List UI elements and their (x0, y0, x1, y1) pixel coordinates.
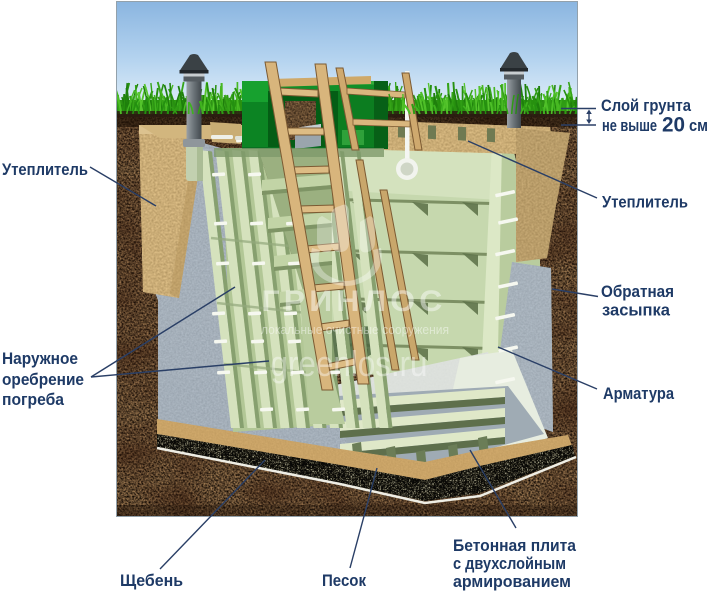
svg-text:см: см (689, 116, 708, 135)
svg-text:Слой грунта: Слой грунта (601, 96, 691, 115)
svg-text:Арматура: Арматура (603, 384, 674, 403)
svg-text:Обратная: Обратная (601, 282, 674, 301)
svg-text:Бетонная плита: Бетонная плита (453, 536, 576, 555)
svg-text:погреба: погреба (2, 390, 64, 409)
svg-text:Щебень: Щебень (120, 571, 183, 590)
svg-text:20: 20 (662, 114, 685, 137)
svg-text:засыпка: засыпка (602, 301, 671, 320)
svg-text:с двухслойным: с двухслойным (453, 554, 566, 573)
svg-text:greenlos.ru: greenlos.ru (271, 343, 428, 384)
svg-text:Утеплитель: Утеплитель (602, 193, 688, 212)
svg-text:не выше: не выше (602, 116, 657, 135)
svg-text:оребрение: оребрение (2, 370, 84, 389)
svg-text:ГРИНЛОС: ГРИНЛОС (262, 285, 447, 318)
svg-text:Песок: Песок (322, 571, 366, 590)
svg-text:Утеплитель: Утеплитель (2, 160, 88, 179)
svg-text:Наружное: Наружное (2, 349, 78, 368)
svg-text:локальные очистные сооружения: локальные очистные сооружения (261, 323, 449, 337)
svg-text:армированием: армированием (453, 572, 571, 591)
